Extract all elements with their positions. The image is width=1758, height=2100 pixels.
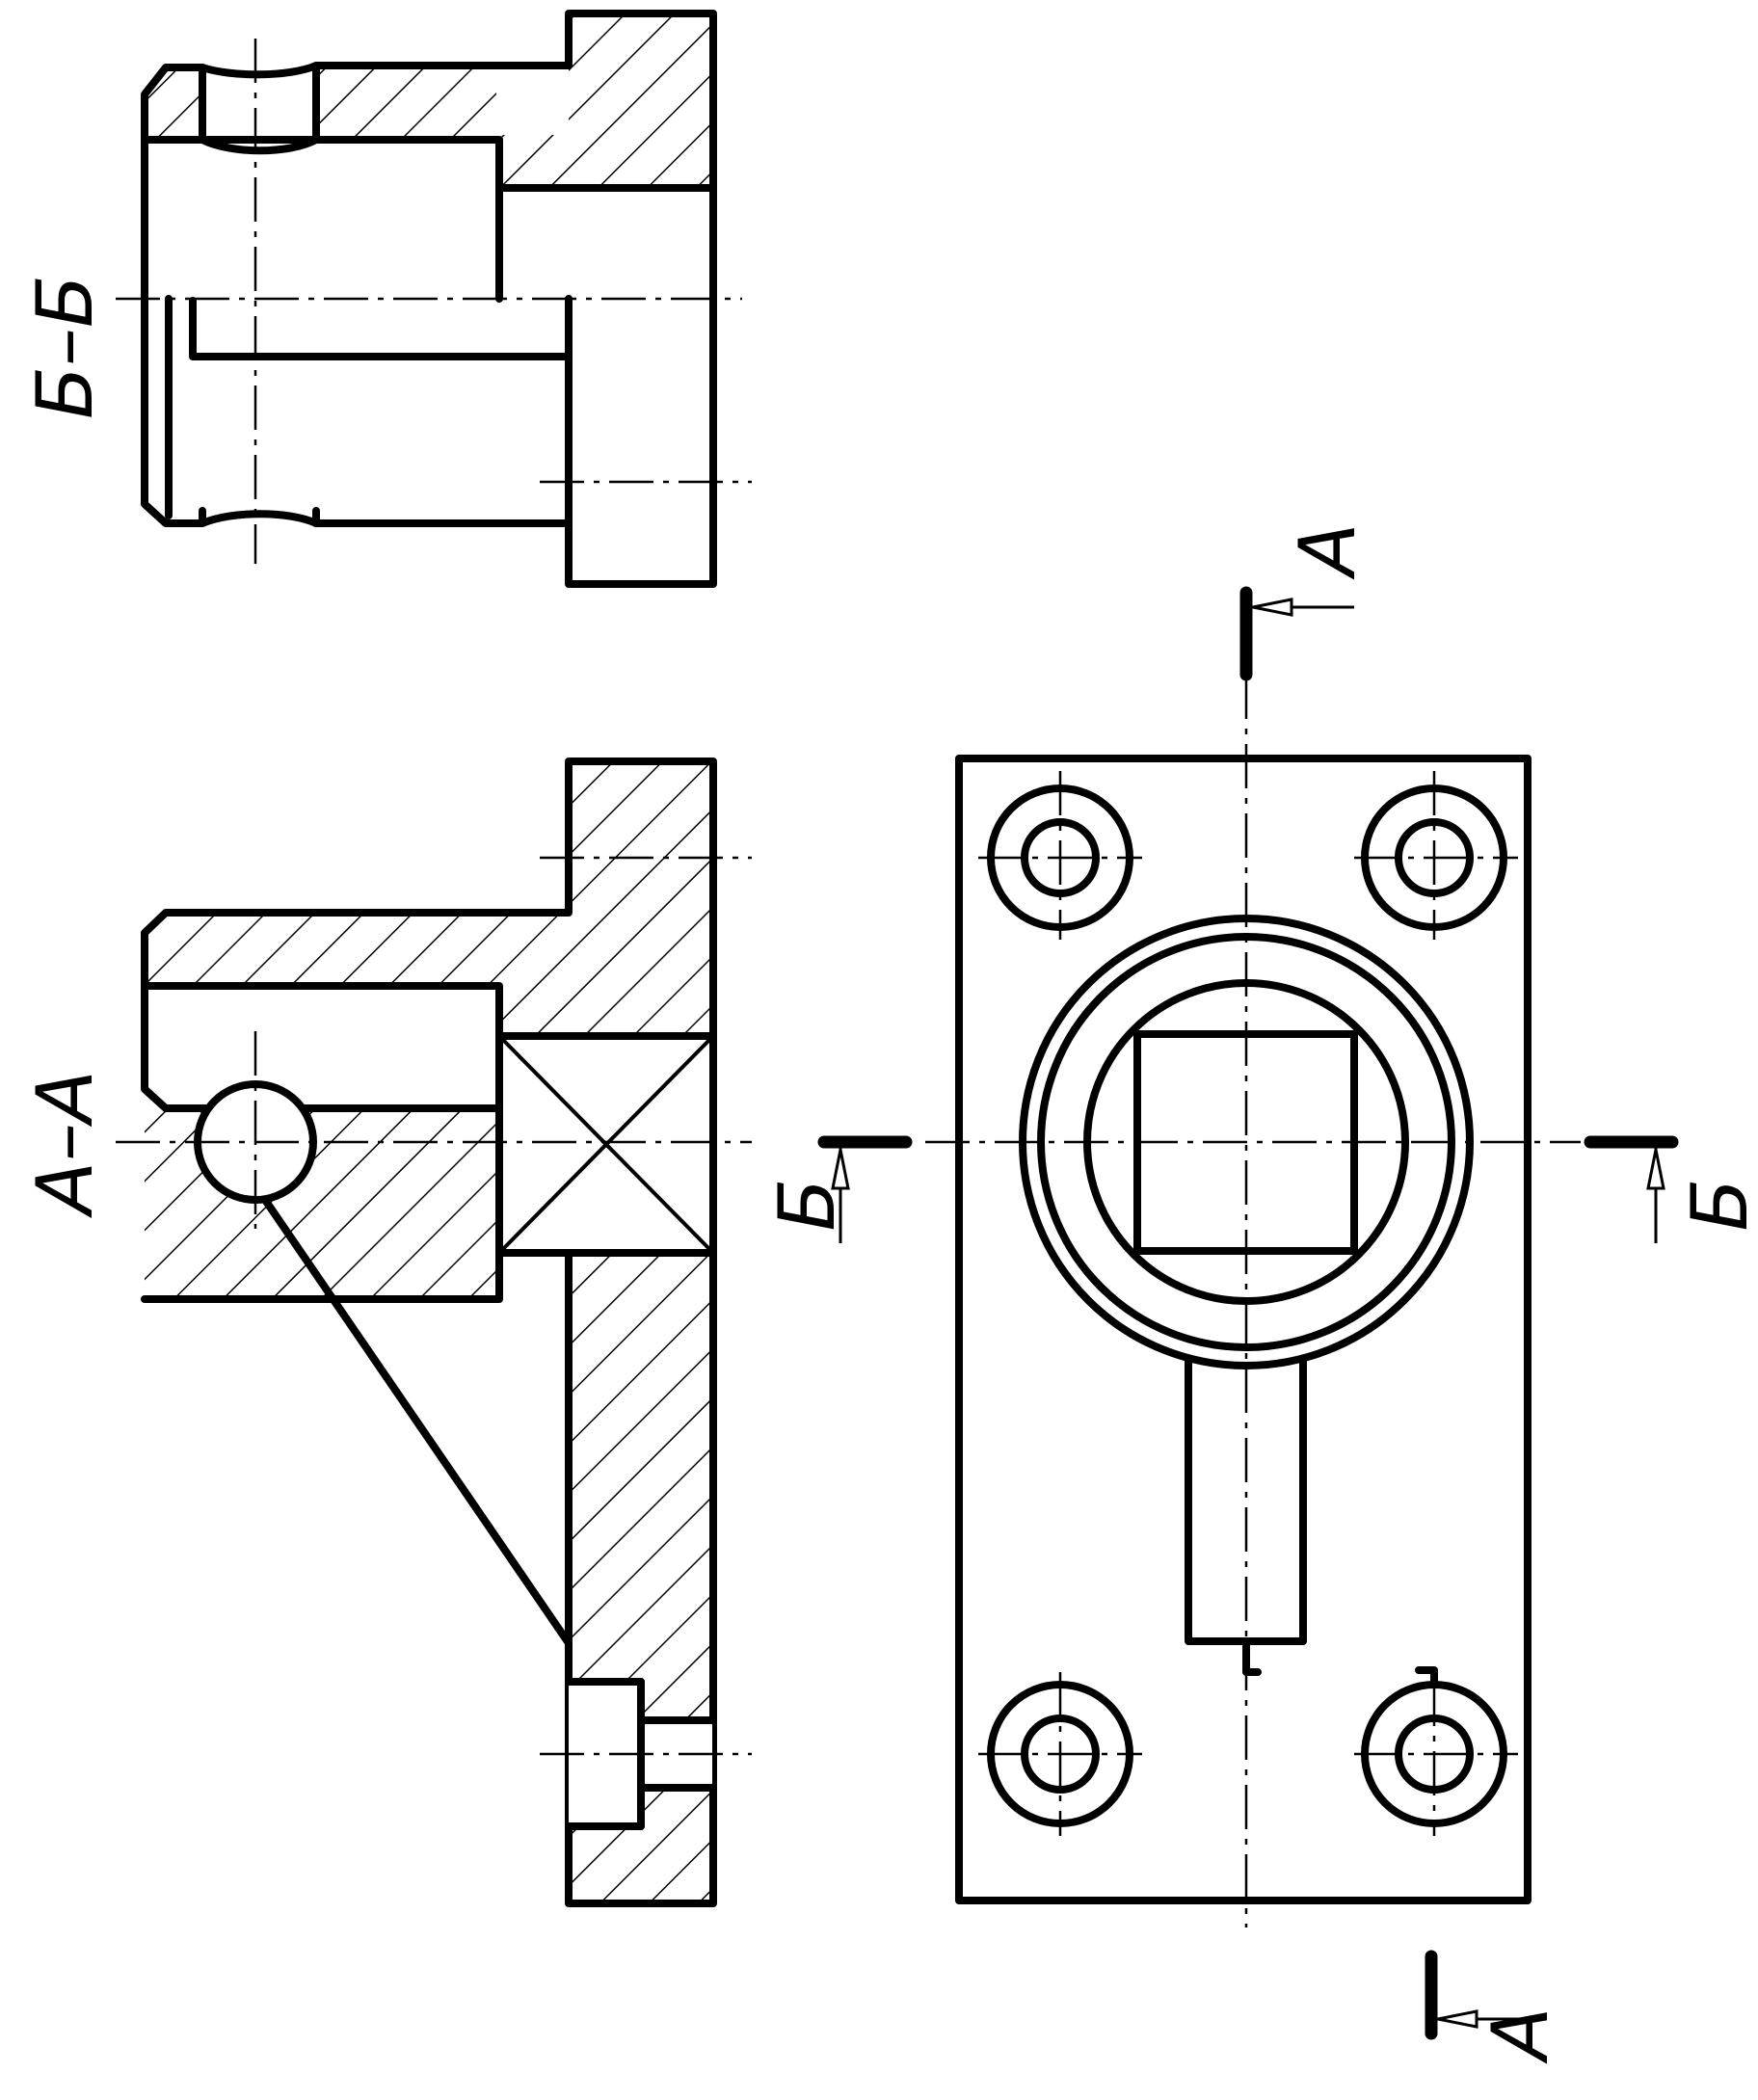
cut-marker-a-top: А (1239, 523, 1372, 681)
section-aa-hatch-top-wall (145, 761, 713, 1036)
section-bb-title: Б–Б (20, 275, 110, 419)
section-bb-view: Б–Б (20, 10, 752, 588)
section-bb-inner (141, 136, 717, 527)
section-aa-outline (141, 758, 717, 1907)
cut-marker-b-left: Б (762, 1135, 913, 1243)
cut-label-a-top: А (1283, 523, 1372, 581)
section-aa-title: А–А (20, 1070, 110, 1218)
section-bb-hatch-flange (316, 13, 713, 188)
section-aa-view: А–А (20, 758, 752, 1907)
section-bb-recess-top (199, 62, 320, 155)
cut-label-a-bottom: А (1476, 2007, 1565, 2065)
section-bb-hatch-chamfer (145, 67, 202, 140)
plan-rib-end-mark (1242, 1637, 1262, 1676)
cut-label-b-left: Б (762, 1179, 852, 1232)
plan-base-plate (955, 755, 1532, 1904)
section-aa-square-hole-cross (497, 1034, 715, 1255)
cut-label-b-right: Б (1675, 1179, 1758, 1232)
cut-marker-a-bottom: А (1425, 1950, 1565, 2065)
cut-marker-b-right: Б (1584, 1135, 1758, 1243)
section-bb-outline (141, 10, 717, 588)
section-bb-recess-bottom (199, 507, 320, 527)
plan-view (925, 675, 1581, 1927)
